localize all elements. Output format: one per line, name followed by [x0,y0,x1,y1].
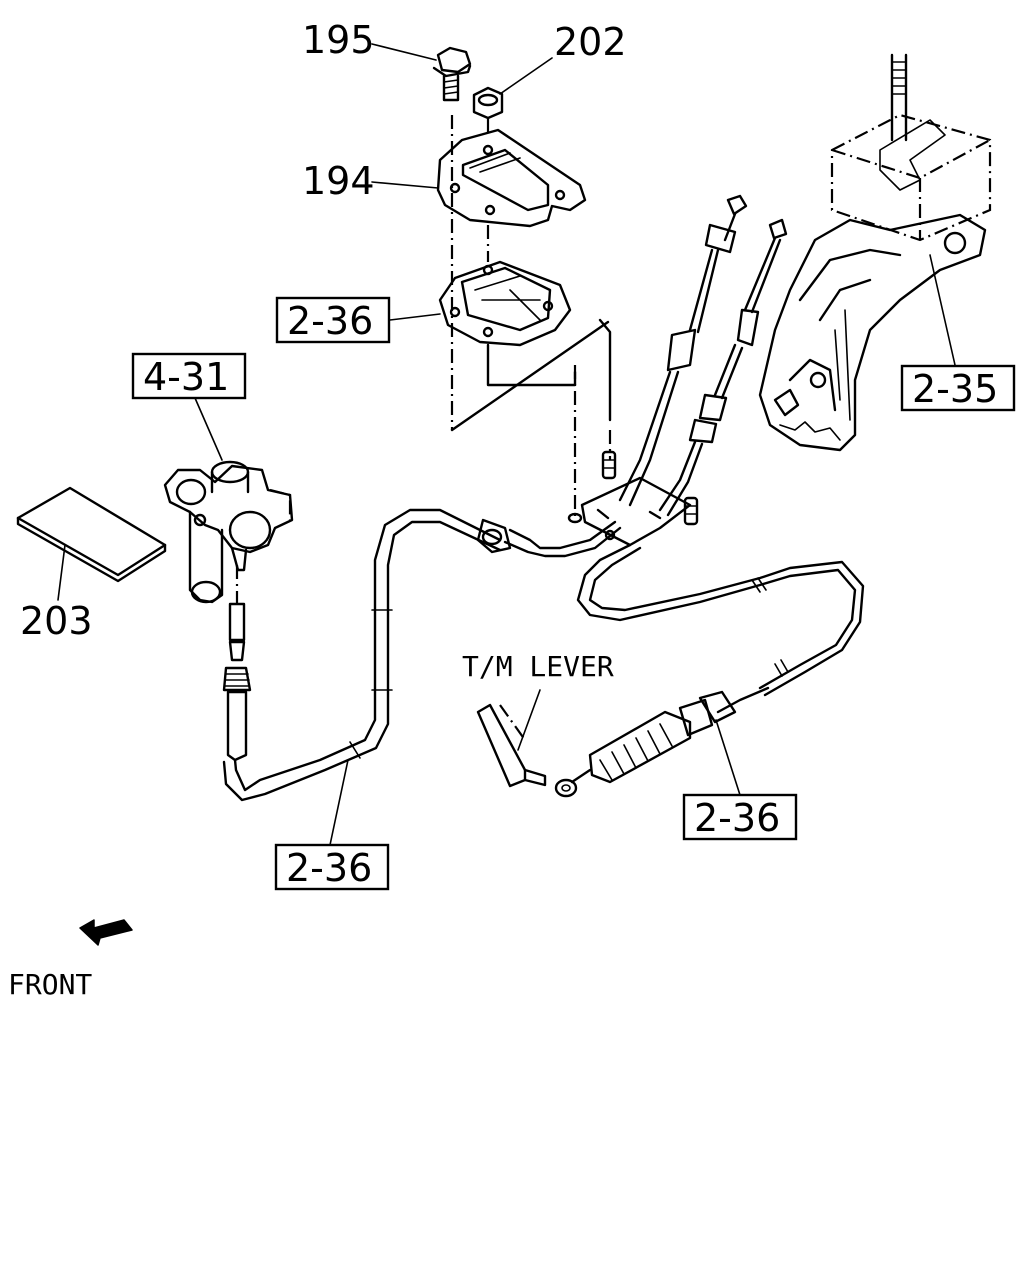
callout-box-2-36-lower [274,843,390,891]
cable-ends [618,194,788,517]
callout-box-4-31 [131,352,247,400]
callout-box-2-36-right [682,793,798,841]
cable-break-marks [751,577,789,677]
shift-bracket [438,260,612,432]
main-cable [222,508,622,802]
label-front: FRONT [8,968,92,1001]
callout-box-2-36-upper [275,296,391,344]
label-195: 195 [302,18,375,62]
lower-loop-cable-edge [588,546,865,697]
nut-202 [472,86,504,120]
callout-box-2-35 [900,364,1016,412]
shift-lever-assembly [758,53,992,452]
lower-loop-cable [576,543,857,690]
pad-203 [16,486,167,583]
cable-plate [580,476,692,547]
label-2-35: 2-35 [912,367,998,411]
alignment-lines [450,115,612,520]
label-203: 203 [20,599,93,643]
label-tm-lever: T/M LEVER [462,650,614,683]
label-4-31: 4-31 [143,355,229,399]
label-2-36-lower: 2-36 [286,846,372,890]
label-2-36-upper: 2-36 [287,299,373,343]
tm-cable-end [554,686,770,798]
label-202: 202 [554,20,627,64]
tm-lever-part [476,689,547,788]
label-2-36-right: 2-36 [694,796,780,840]
bolt-195 [432,46,472,102]
front-arrow-icon [79,919,133,946]
leader-lines [57,43,956,846]
bracket-194 [436,128,587,228]
label-194: 194 [302,159,375,203]
lever-assembly-4-31 [163,460,294,762]
